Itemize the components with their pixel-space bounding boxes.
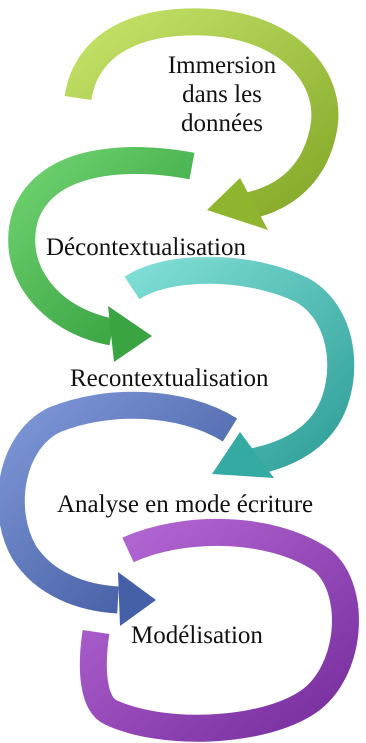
- step-1-arrow: [64, 8, 339, 230]
- step-3-label: Recontextualisation: [70, 365, 269, 392]
- step-3-arrow: [124, 256, 355, 478]
- step-4-label: Analyse en mode écriture: [57, 491, 314, 518]
- step-1-label: Immersion dans les données: [167, 52, 277, 137]
- step-4-arrow: [0, 391, 238, 626]
- step-2-label: Décontextualisation: [46, 234, 246, 261]
- step-5-arrow: [79, 518, 359, 742]
- step-5-label: Modélisation: [131, 622, 263, 649]
- step-2-arrow: [8, 146, 195, 362]
